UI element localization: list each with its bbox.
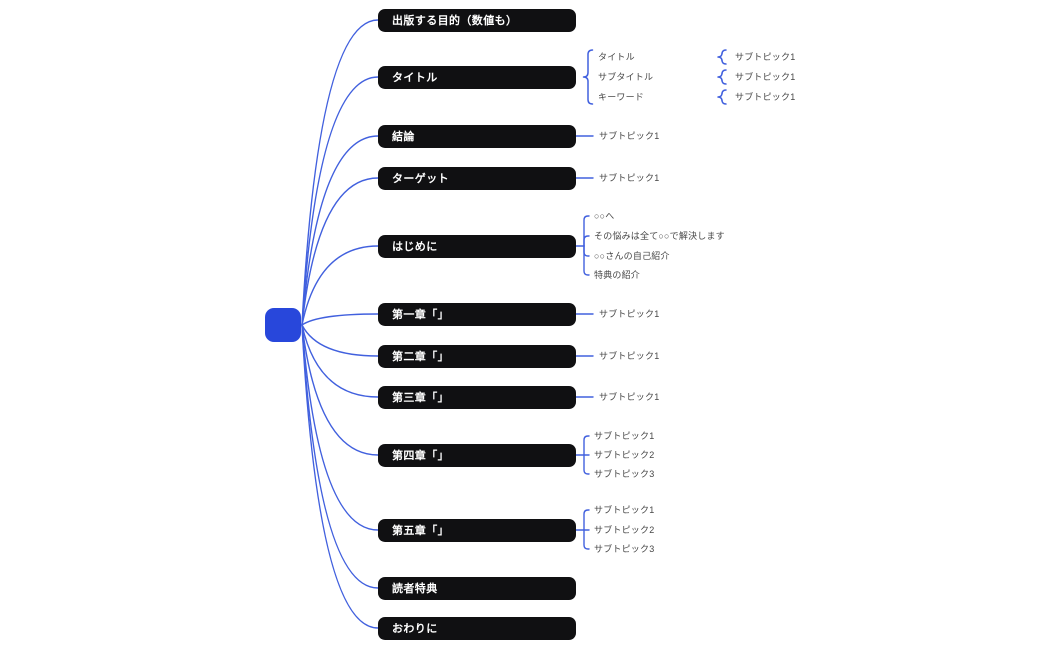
- connector-chapter4-child-2: [583, 454, 590, 475]
- connector-root-conclusion: [301, 135, 379, 326]
- child-label[interactable]: サブトピック1: [594, 431, 655, 441]
- topic-node-chapter4[interactable]: 第四章「」: [378, 443, 576, 467]
- connector-intro-child-1: [583, 235, 590, 247]
- topic-label: タイトル: [392, 72, 438, 84]
- topic-label: ターゲット: [392, 173, 449, 185]
- connector-chapter5-child-2: [583, 529, 590, 550]
- connector-intro-child-2: [583, 245, 590, 257]
- connector-root-intro: [301, 245, 379, 326]
- root-node[interactable]: [265, 308, 301, 342]
- connector-chapter5-child-0: [583, 509, 590, 531]
- child-label[interactable]: サブトピック3: [594, 469, 655, 479]
- connector-root-chapter4: [301, 324, 379, 456]
- topic-label: 第五章「」: [392, 525, 449, 537]
- topic-node-chapter5[interactable]: 第五章「」: [378, 518, 576, 542]
- topic-node-chapter1[interactable]: 第一章「」: [378, 302, 576, 326]
- connector-root-chapter1: [301, 313, 379, 326]
- connector-intro-child-3: [583, 245, 590, 276]
- child-label[interactable]: タイトル: [598, 52, 635, 62]
- topic-node-outro[interactable]: おわりに: [378, 616, 576, 640]
- connector-root-target: [301, 177, 379, 326]
- subtopic-label[interactable]: サブトピック1: [599, 309, 660, 319]
- topic-node-title[interactable]: タイトル: [378, 65, 576, 89]
- topic-node-conclusion[interactable]: 結論: [378, 124, 576, 148]
- child-label[interactable]: サブトピック3: [594, 544, 655, 554]
- connector-root-purpose: [301, 19, 379, 326]
- child-label[interactable]: キーワード: [598, 92, 645, 102]
- topic-label: はじめに: [392, 241, 438, 253]
- connector-root-chapter5: [301, 324, 379, 531]
- connector-root-chapter2: [301, 324, 379, 357]
- child-label[interactable]: その悩みは全て○○で解決します: [594, 231, 725, 241]
- topic-label: 第二章「」: [392, 351, 449, 363]
- topic-node-purpose[interactable]: 出版する目的（数値も）: [378, 8, 576, 32]
- child-label[interactable]: ○○さんの自己紹介: [594, 251, 670, 261]
- topic-label: 第四章「」: [392, 450, 449, 462]
- topic-label: 第一章「」: [392, 309, 449, 321]
- child-label[interactable]: サブタイトル: [598, 72, 654, 82]
- connector-chapter4-child-0: [583, 435, 590, 456]
- subtopic-label[interactable]: サブトピック1: [735, 52, 796, 62]
- connector-intro-child-0: [583, 215, 590, 247]
- connector-root-title: [301, 76, 379, 326]
- subtopic-label[interactable]: サブトピック1: [599, 131, 660, 141]
- connector-root-reader-bonus: [301, 324, 379, 589]
- topic-node-target[interactable]: ターゲット: [378, 166, 576, 190]
- subtopic-label[interactable]: サブトピック1: [735, 72, 796, 82]
- child-label[interactable]: サブトピック2: [594, 450, 655, 460]
- subtopic-label[interactable]: サブトピック1: [599, 351, 660, 361]
- topic-label: 読者特典: [392, 583, 438, 595]
- connector-title-child-0-brace: [717, 49, 727, 65]
- topic-label: 第三章「」: [392, 392, 449, 404]
- topic-label: おわりに: [392, 623, 438, 635]
- connector-root-outro: [301, 324, 379, 629]
- subtopic-label[interactable]: サブトピック1: [735, 92, 796, 102]
- topic-node-intro[interactable]: はじめに: [378, 234, 576, 258]
- connector-root-chapter3: [301, 324, 379, 398]
- topic-node-chapter2[interactable]: 第二章「」: [378, 344, 576, 368]
- connector-title-child-1-brace: [717, 69, 727, 85]
- topic-label: 結論: [392, 131, 415, 143]
- subtopic-label[interactable]: サブトピック1: [599, 392, 660, 402]
- child-label[interactable]: サブトピック2: [594, 525, 655, 535]
- child-label[interactable]: 特典の紹介: [594, 270, 641, 280]
- topic-node-reader-bonus[interactable]: 読者特典: [378, 576, 576, 600]
- child-label[interactable]: ○○へ: [594, 211, 615, 221]
- connector-title-brace: [582, 49, 594, 105]
- connector-title-child-2-brace: [717, 89, 727, 105]
- child-label[interactable]: サブトピック1: [594, 505, 655, 515]
- subtopic-label[interactable]: サブトピック1: [599, 173, 660, 183]
- topic-label: 出版する目的（数値も）: [392, 15, 518, 27]
- topic-node-chapter3[interactable]: 第三章「」: [378, 385, 576, 409]
